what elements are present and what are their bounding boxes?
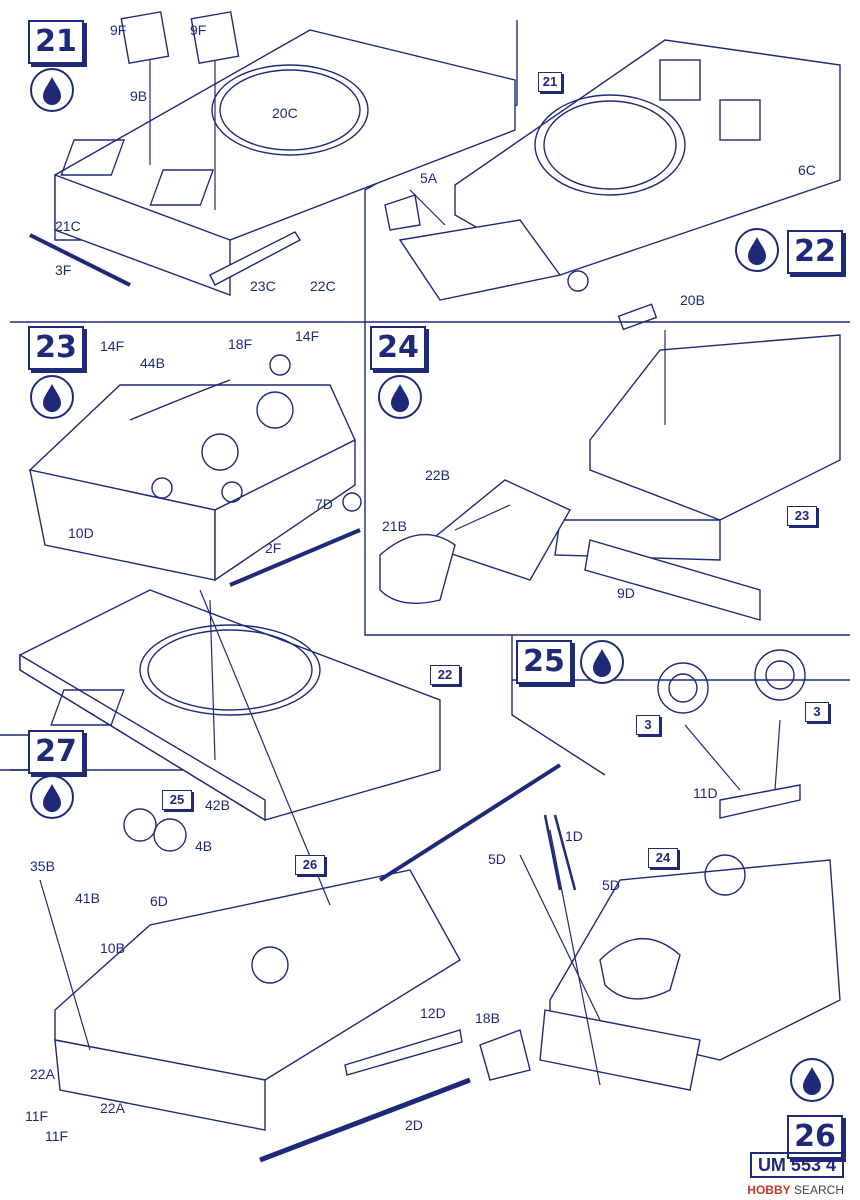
part-label: 4B — [195, 838, 213, 854]
step-reference: 24 — [648, 848, 678, 868]
part-label: 3F — [55, 262, 72, 278]
part-label: 10B — [100, 940, 125, 956]
part-label: 11F — [25, 1108, 49, 1124]
hull-assembled-22 — [0, 589, 441, 822]
glue-drop-icon — [30, 775, 74, 819]
hull-27 — [54, 763, 562, 1163]
glue-drop-icon — [580, 640, 624, 684]
part-label: 18B — [475, 1010, 500, 1026]
part-label: 11D — [693, 785, 718, 801]
step-reference: 3 — [636, 715, 660, 735]
step-number-21: 21 — [28, 20, 84, 64]
part-label: 44B — [140, 355, 165, 371]
part-label: 9F — [190, 22, 207, 38]
part-label: 14F — [295, 328, 320, 344]
step-number-22: 22 — [787, 230, 843, 274]
part-label: 2F — [265, 540, 282, 556]
step-reference: 3 — [805, 702, 829, 722]
part-label: 11F — [45, 1128, 69, 1144]
part-label: 22A — [100, 1100, 125, 1116]
part-label: 6C — [798, 162, 816, 178]
part-label: 22C — [310, 278, 336, 294]
hull-21 — [29, 11, 516, 297]
wheels-25 — [657, 649, 806, 819]
part-label: 35B — [30, 858, 55, 874]
page-footer: UM 553 4 — [749, 1152, 844, 1178]
part-label: 23C — [250, 278, 276, 294]
part-label: 14F — [100, 338, 125, 354]
part-label: 21B — [382, 518, 407, 534]
step-number-27: 27 — [28, 730, 84, 774]
part-label: 18F — [228, 336, 253, 352]
part-label: 42B — [205, 797, 230, 813]
part-label: 41B — [75, 890, 100, 906]
glue-drop-icon — [30, 375, 74, 419]
page-number: 4 — [825, 1155, 836, 1175]
step-number-23: 23 — [28, 326, 84, 370]
step-reference: 25 — [162, 790, 192, 810]
step-number-25: 25 — [516, 640, 572, 684]
step-number-24: 24 — [370, 326, 426, 370]
step-reference: 21 — [538, 72, 562, 92]
hull-23 — [28, 379, 362, 587]
kit-code: UM 553 — [757, 1155, 821, 1175]
part-label: 9D — [617, 585, 635, 601]
part-label: 1D — [565, 828, 583, 844]
part-label: 20B — [680, 292, 705, 308]
part-label: 20C — [272, 105, 298, 121]
part-label: 6D — [150, 893, 168, 909]
glue-drop-icon — [30, 68, 74, 112]
glue-drop-icon — [790, 1058, 834, 1102]
part-label: 2D — [405, 1117, 423, 1133]
step-number-26: 26 — [787, 1115, 843, 1159]
part-label: 5A — [420, 170, 438, 186]
part-label: 10D — [68, 525, 94, 541]
watermark-rest: SEARCH — [793, 1183, 844, 1197]
part-label: 5D — [602, 877, 620, 893]
part-label: 12D — [420, 1005, 446, 1021]
hull-26 — [479, 814, 841, 1091]
part-label: 22B — [425, 467, 450, 483]
part-label: 5D — [488, 851, 506, 867]
hull-22 — [384, 39, 841, 301]
step-reference: 26 — [295, 855, 325, 875]
part-label: 21C — [55, 218, 81, 234]
watermark: HOBBY SEARCH — [747, 1183, 844, 1197]
part-label: 22A — [30, 1066, 55, 1082]
part-label: 9F — [110, 22, 127, 38]
glue-drop-icon — [735, 228, 779, 272]
part-label: 7D — [315, 496, 333, 512]
hull-24 — [379, 303, 841, 621]
step-reference: 23 — [787, 506, 817, 526]
step-reference: 22 — [430, 665, 460, 685]
watermark-brand: HOBBY — [747, 1183, 791, 1197]
part-label: 9B — [130, 88, 148, 104]
glue-drop-icon — [378, 375, 422, 419]
